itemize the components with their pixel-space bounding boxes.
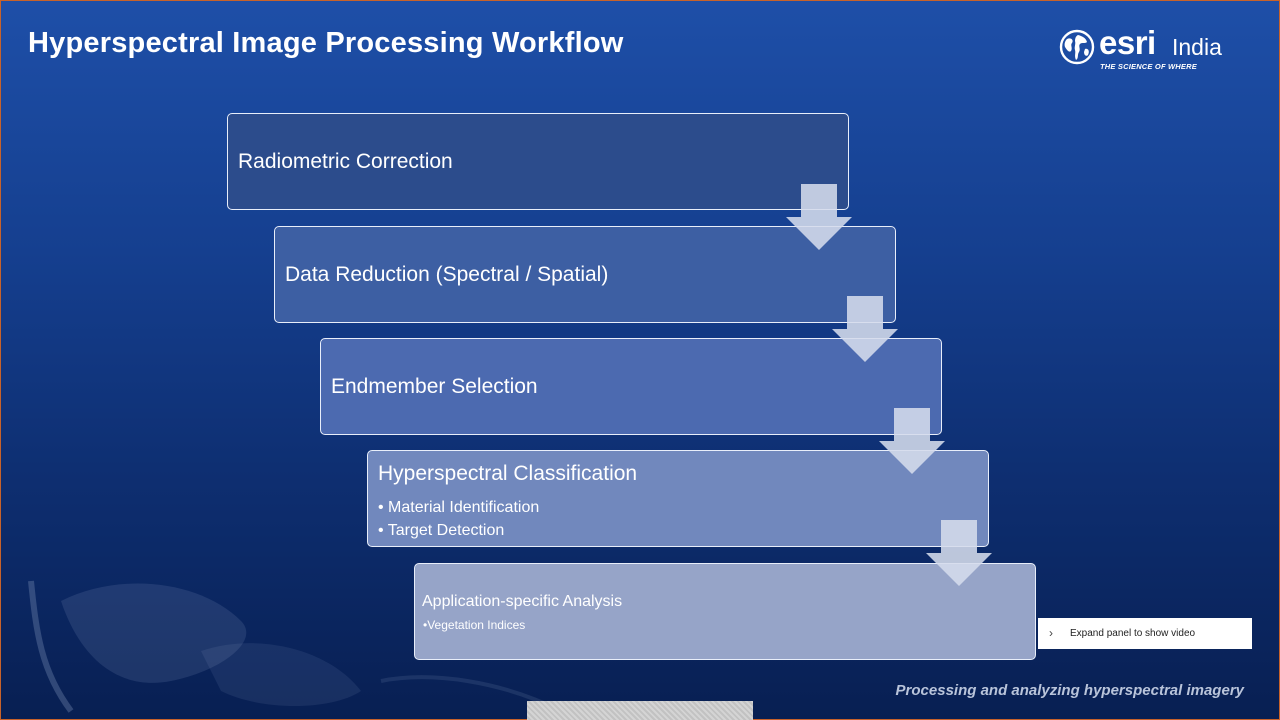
step-label: Radiometric Correction (238, 150, 453, 173)
down-arrow-icon (832, 296, 898, 362)
step-bullet: • Target Detection (378, 522, 505, 539)
down-arrow-icon (879, 408, 945, 474)
step-bullet: • Material Identification (378, 499, 540, 516)
step-bullet: •Vegetation Indices (423, 618, 526, 632)
chevron-right-icon: › (1049, 626, 1053, 640)
workflow-step-endmember-selection: Endmember Selection (320, 338, 942, 435)
esri-logo: esri India THE SCIENCE OF WHERE (1059, 24, 1239, 74)
expand-video-panel-button[interactable]: › Expand panel to show video (1038, 618, 1252, 649)
slide-caption: Processing and analyzing hyperspectral i… (895, 682, 1244, 699)
expand-panel-label: Expand panel to show video (1070, 628, 1196, 639)
workflow-step-radiometric-correction: Radiometric Correction (227, 113, 849, 210)
slide-title: Hyperspectral Image Processing Workflow (28, 27, 624, 59)
step-bullet-list: •Vegetation Indices (423, 618, 525, 632)
logo-tagline: THE SCIENCE OF WHERE (1100, 62, 1197, 71)
background-decoration (28, 580, 562, 713)
step-label: Hyperspectral Classification (378, 462, 638, 485)
step-bullet-list: • Material Identification • Target Detec… (378, 496, 539, 542)
step-label: Application-specific Analysis (422, 593, 623, 610)
bottom-toolbar-placeholder (527, 701, 753, 720)
down-arrow-icon (926, 520, 992, 586)
workflow-step-application-analysis: Application-specific Analysis •Vegetatio… (414, 563, 1036, 660)
logo-wordmark: esri (1099, 24, 1156, 61)
globe-icon (1059, 29, 1095, 65)
workflow-step-hyperspectral-classification: Hyperspectral Classification • Material … (367, 450, 989, 547)
step-label: Endmember Selection (331, 375, 538, 398)
logo-country: India (1172, 34, 1222, 60)
workflow-step-data-reduction: Data Reduction (Spectral / Spatial) (274, 226, 896, 323)
step-label: Data Reduction (Spectral / Spatial) (285, 263, 609, 286)
down-arrow-icon (786, 184, 852, 250)
